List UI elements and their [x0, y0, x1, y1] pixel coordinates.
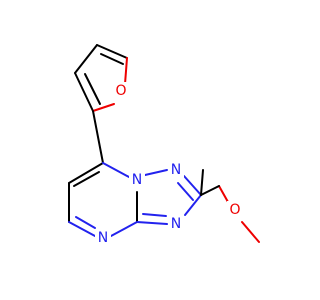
bond-n8-c7 — [102, 162, 130, 178]
bond-c5-n4-inner — [75, 216, 96, 229]
bond-furan-o-c2 — [92, 103, 115, 112]
triazole-nitrogen-top-label: N — [171, 162, 181, 178]
triazole-nitrogen-bottom-label: N — [171, 216, 181, 232]
furan-oxygen-label: O — [115, 83, 126, 99]
bond-n1-c2 — [183, 175, 202, 196]
bond-n4-c3a — [110, 221, 138, 237]
bond-c7-c6-inner — [73, 171, 100, 187]
bond-furan-c3-c4 — [74, 44, 98, 74]
bond-furan-c4-c5 — [96, 44, 128, 59]
pyrimidine-nitrogen-label: N — [98, 230, 108, 246]
bond-furan-to-c7 — [92, 110, 104, 164]
bond-o-ch3 — [241, 221, 260, 243]
bond-c7-c6 — [68, 162, 104, 184]
bond-ch2-o — [218, 185, 229, 203]
bond-c2-n3 — [184, 194, 202, 216]
bridgehead-nitrogen-label: N — [132, 172, 142, 188]
ether-oxygen-label: O — [229, 202, 240, 218]
molecule-structure-diagram: O N N N N O — [68, 44, 260, 247]
triazole-ring — [136, 169, 202, 225]
bond-n3-c3a — [136, 221, 168, 225]
bond-n1-c2-inner — [177, 182, 194, 201]
bond-furan-c4-c5-inner — [100, 53, 124, 65]
atom-labels: O N N N N O — [95, 82, 243, 247]
pyrimidine-ring — [68, 162, 138, 237]
bond-furan-c2-c3 — [74, 72, 94, 112]
bond-c2-ch2 — [200, 169, 204, 196]
bond-c5-n4 — [68, 221, 96, 237]
bond-ch2-path — [200, 185, 220, 196]
bond-furan-c5-o — [124, 57, 128, 85]
bond-n3-c3a-inner — [142, 213, 167, 217]
bond-n8-n1 — [144, 169, 168, 176]
furan-ring — [74, 44, 128, 112]
bond-furan-c2-c3-inner — [84, 73, 101, 105]
methoxymethyl-chain — [200, 169, 260, 243]
